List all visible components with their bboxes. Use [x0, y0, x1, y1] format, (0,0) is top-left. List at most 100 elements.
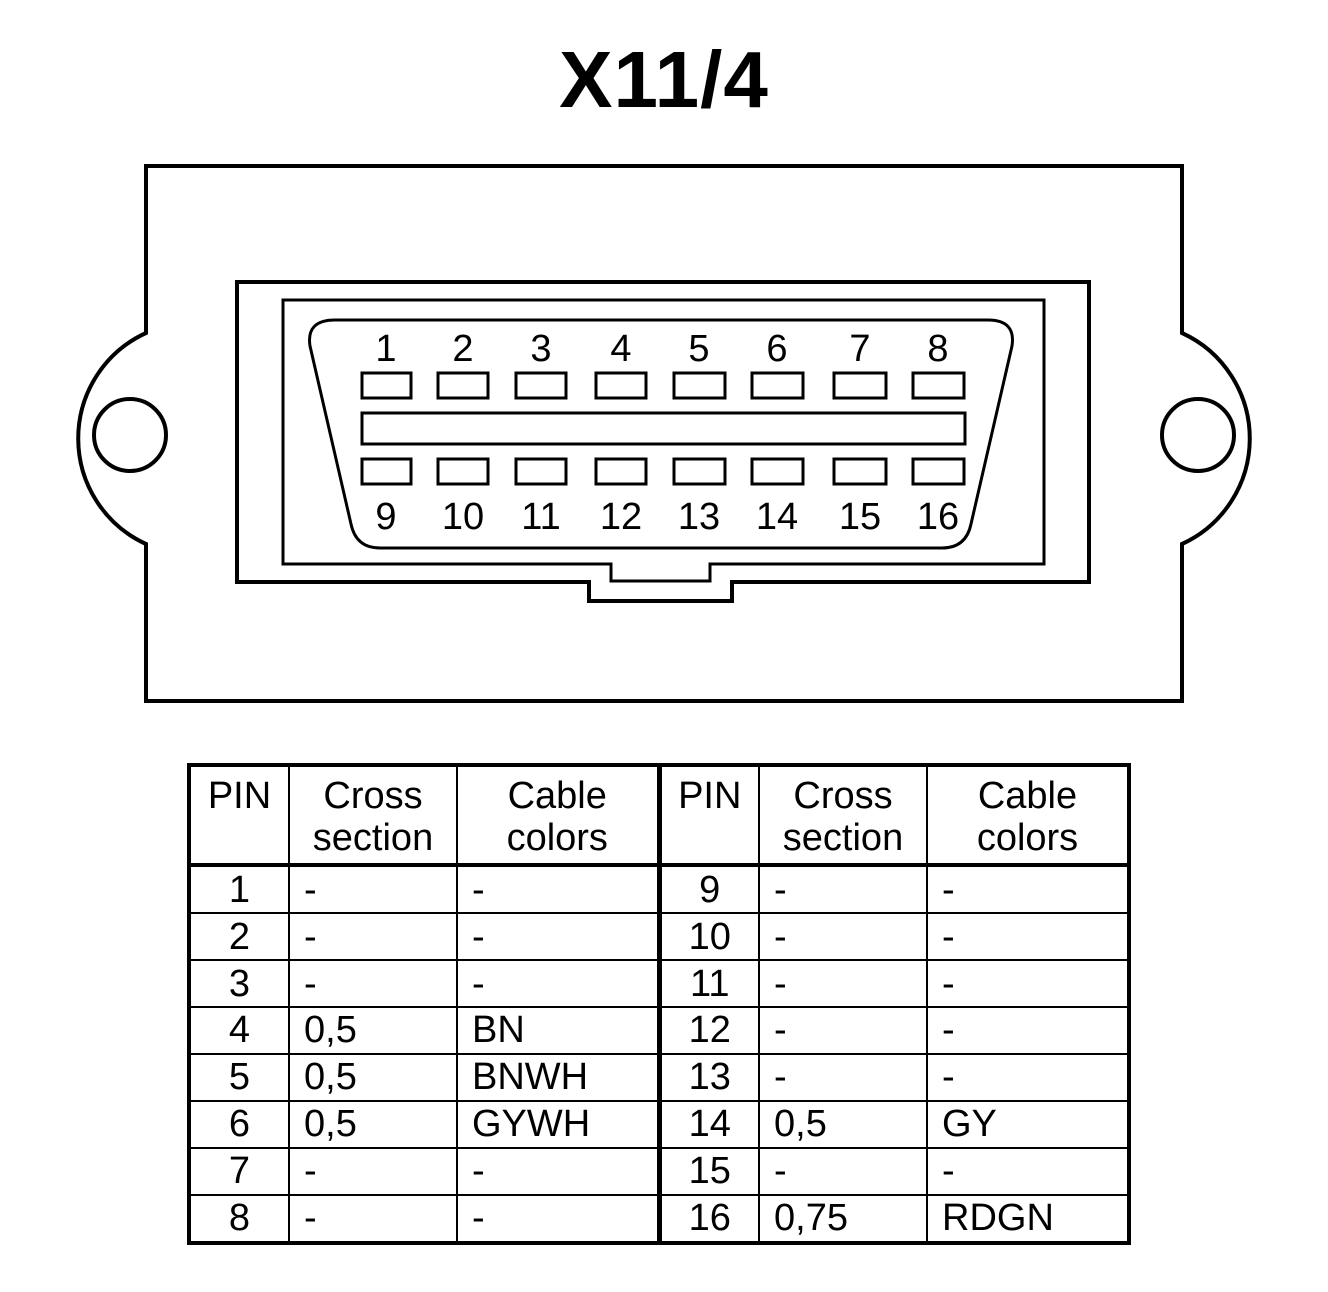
mounting-flange	[76, 164, 1252, 703]
pin-label-2: 2	[452, 328, 473, 370]
cable-color: RDGN	[926, 1193, 1130, 1245]
pin-number: 12	[656, 1006, 760, 1055]
cable-color: -	[456, 959, 660, 1008]
cable-color: -	[926, 863, 1130, 915]
pin-contact-12	[594, 457, 648, 486]
table-row: 1 - - 9 - -	[188, 863, 1130, 915]
pin-number: 10	[656, 912, 760, 962]
pin-label-3: 3	[530, 328, 551, 370]
pin-contact-7	[832, 371, 888, 400]
mounting-hole-right	[1160, 397, 1236, 473]
cross-section: -	[288, 1193, 458, 1245]
cross-section: -	[758, 1052, 928, 1102]
connector-housing-inner	[281, 298, 1046, 583]
pin-number: 9	[656, 863, 760, 915]
cable-color: BN	[456, 1006, 660, 1055]
pin-contact-16	[911, 457, 966, 486]
pin-number: 7	[188, 1146, 290, 1196]
pin-contact-15	[832, 457, 888, 486]
pin-contact-2	[436, 371, 490, 400]
pin-contact-11	[514, 457, 568, 486]
pin-number: 5	[188, 1052, 290, 1102]
pin-contact-6	[750, 371, 805, 400]
pin-number: 11	[656, 959, 760, 1008]
pin-label-1: 1	[375, 328, 396, 370]
pin-number: 2	[188, 912, 290, 962]
cable-color: -	[926, 912, 1130, 962]
pin-label-11: 11	[521, 496, 560, 538]
pin-contact-14	[750, 457, 805, 486]
pin-insert	[308, 318, 1014, 550]
cross-section: 0,75	[758, 1193, 928, 1245]
cross-section: 0,5	[288, 1052, 458, 1102]
pin-contact-1	[360, 371, 413, 400]
pin-number: 6	[188, 1099, 290, 1149]
pin-label-12: 12	[600, 496, 642, 538]
table-row: 5 0,5 BNWH 13 - -	[188, 1052, 1130, 1102]
pin-number: 15	[656, 1146, 760, 1196]
cross-section: -	[288, 912, 458, 962]
pin-number: 13	[656, 1052, 760, 1102]
center-bar	[360, 411, 967, 446]
top-pin-contacts	[360, 371, 966, 400]
pin-number: 4	[188, 1006, 290, 1055]
cross-section: 0,5	[288, 1006, 458, 1055]
pin-label-14: 14	[756, 496, 798, 538]
pin-label-10: 10	[442, 496, 484, 538]
cable-color: -	[926, 959, 1130, 1008]
cable-color: -	[456, 1146, 660, 1196]
table-row: 6 0,5 GYWH 14 0,5 GY	[188, 1099, 1130, 1149]
cable-color: -	[456, 1193, 660, 1245]
pin-number: 8	[188, 1193, 290, 1245]
pin-contact-10	[436, 457, 490, 486]
connector-housing-outer	[235, 280, 1091, 603]
cross-section: -	[758, 1006, 928, 1055]
bottom-pin-contacts	[360, 457, 966, 486]
connector-title: X11/4	[559, 35, 769, 124]
pin-contact-8	[911, 371, 966, 400]
cable-color: -	[926, 1052, 1130, 1102]
pin-label-15: 15	[839, 496, 881, 538]
cable-color: -	[456, 863, 660, 915]
connector-diagram: 1 2 3 4 5 6 7 8 9 10 11 12 13 14 15 16	[76, 164, 1252, 703]
pin-label-16: 16	[917, 496, 959, 538]
cross-section: -	[288, 863, 458, 915]
cross-section: -	[758, 863, 928, 915]
cross-section: -	[758, 912, 928, 962]
header-pin: PIN	[188, 764, 290, 867]
pin-label-4: 4	[610, 328, 631, 370]
pin-label-9: 9	[375, 496, 396, 538]
pin-label-6: 6	[766, 328, 787, 370]
cable-color: BNWH	[456, 1052, 660, 1102]
cross-section: -	[758, 1146, 928, 1196]
cable-color: GYWH	[456, 1099, 660, 1149]
pin-label-5: 5	[688, 328, 709, 370]
mounting-hole-left	[92, 397, 168, 473]
pin-contact-3	[514, 371, 568, 400]
cross-section: -	[758, 959, 928, 1008]
cross-section: 0,5	[288, 1099, 458, 1149]
table-row: 3 - - 11 - -	[188, 959, 1130, 1008]
cross-section: -	[288, 1146, 458, 1196]
pin-number: 16	[656, 1193, 760, 1245]
table-row: 2 - - 10 - -	[188, 912, 1130, 962]
pin-contact-13	[672, 457, 727, 486]
table-row: 8 - - 16 0,75 RDGN	[188, 1193, 1130, 1245]
pin-label-7: 7	[849, 328, 870, 370]
cable-color: -	[456, 912, 660, 962]
header-pin: PIN	[656, 764, 760, 867]
cable-color: -	[926, 1146, 1130, 1196]
cross-section: -	[288, 959, 458, 1008]
table-row: 4 0,5 BN 12 - -	[188, 1006, 1130, 1055]
pin-number: 1	[188, 863, 290, 915]
pin-contact-9	[360, 457, 413, 486]
pin-contact-4	[594, 371, 648, 400]
pin-label-13: 13	[678, 496, 720, 538]
pin-label-8: 8	[927, 328, 948, 370]
